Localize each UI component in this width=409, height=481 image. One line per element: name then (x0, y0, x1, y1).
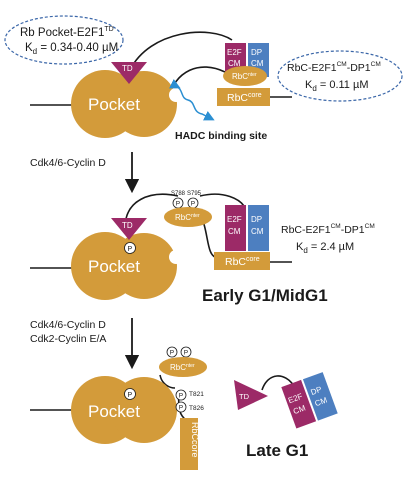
stage3-linker (159, 374, 176, 389)
stage3-free-linker (261, 375, 295, 391)
arrow2-label-line1: Cdk4/6-Cyclin D (30, 319, 106, 331)
stage2-phospho-pocket (124, 242, 136, 254)
stage-1: Rb Pocket-E2F1TD Kd = 0.34-0.40 µM RbC-E… (4, 15, 403, 142)
stage1-pocket-right (111, 71, 177, 137)
arrow1-label: Cdk4/6-Cyclin D (30, 157, 106, 169)
stage2-phase-label: Early G1/MidG1 (202, 286, 328, 305)
stage2-phospho-pocket-label: P (128, 246, 133, 253)
stage3-phospho-t826 (175, 401, 187, 413)
stage3-e2f-box (281, 379, 317, 429)
arrow-1: Cdk4/6-Cyclin D (30, 152, 140, 194)
stage3-rbc-nter (159, 357, 207, 377)
stage1-e2f-line2: CM (228, 59, 241, 68)
stage3-phospho-top1 (166, 346, 178, 358)
stage1-td-triangle (111, 62, 147, 84)
stage3-rbc-core-label: RbCcore (190, 422, 200, 458)
stage2-phospho-s795-label: P (191, 201, 195, 208)
stage3-phase-label: Late G1 (246, 441, 308, 460)
stage1-linker-top (129, 31, 233, 71)
stage2-pocket-label: Pocket (88, 257, 140, 276)
stage2-rbc-core (214, 252, 270, 270)
stage1-rbc-core (217, 88, 270, 106)
stage2-site-s795: S795 (187, 191, 202, 197)
stage3-phospho-top2 (180, 346, 192, 358)
stage1-rbc-nter-label: RbCnter (232, 72, 257, 81)
stage3-phospho-top2-label: P (184, 350, 188, 357)
stage2-dp-box (248, 205, 269, 251)
arrow2-label-line2: Cdk2-Cyclin E/A (30, 333, 106, 345)
stage2-e2f-box (225, 205, 246, 251)
stage3-e2f-dp-complex: E2F CM DP CM (281, 372, 338, 429)
stage3-dp-line2: CM (314, 395, 329, 408)
hadc-label: HADC binding site (175, 130, 267, 142)
stage2-rbc-core-label: RbCcore (225, 256, 260, 268)
stage3-phospho-top1-label: P (170, 350, 174, 357)
stage1-td-label: TD (122, 64, 133, 73)
stage3-pocket-label: Pocket (88, 402, 140, 421)
stage2-pocket-notch (169, 250, 183, 264)
callout-right-line2: Kd = 0.11 µM (305, 79, 368, 93)
callout-right-line1: RbC-E2F1CM-DP1CM (287, 61, 381, 74)
stage2-site-s788: S788 (171, 191, 186, 197)
stage3-phospho-t821 (175, 389, 187, 401)
stage3-phospho-pocket (124, 388, 136, 400)
stage2-td-triangle (111, 218, 147, 240)
stage-2: Pocket TD P S788 S795 P P RbCnter E2F CM… (30, 191, 375, 305)
stage2-rbc-nter (164, 207, 212, 227)
stage3-rbc-core (180, 418, 198, 470)
callout-left-line2: Kd = 0.34-0.40 µM (25, 42, 118, 56)
callout-left-oval (4, 15, 124, 65)
stage3-td-triangle (234, 380, 268, 410)
callout-right-oval (277, 50, 403, 102)
stage1-e2f-line1: E2F (227, 48, 242, 57)
stage3-td-label: TD (239, 392, 250, 401)
stage3-site-t821: T821 (189, 391, 204, 398)
stage3-dp-box (302, 372, 338, 421)
stage2-linker-c (199, 193, 245, 207)
stage3-rbc-nter-label: RbCnter (170, 363, 195, 372)
stage2-e2f-line1: E2F (227, 215, 242, 224)
stage2-e2f-line2: CM (228, 227, 241, 236)
stage3-phospho-t821-label: P (179, 393, 183, 400)
stage3-site-t826: T826 (189, 405, 204, 412)
stage3-dp-line1: DP (310, 385, 324, 397)
stage2-kd: Kd = 2.4 µM (296, 241, 354, 255)
stage3-e2f-line2: CM (292, 403, 307, 416)
stage3-phospho-pocket-label: P (128, 392, 133, 399)
stage2-td-label: TD (122, 221, 133, 230)
stage1-dp-line1: DP (251, 48, 262, 57)
stage2-complex-label: RbC-E2F1CM-DP1CM (281, 223, 375, 236)
callout-left-line1: Rb Pocket-E2F1TD (20, 26, 114, 39)
stage2-phospho-s788-label: P (176, 201, 180, 208)
stage1-dp-line2: CM (251, 59, 264, 68)
arrow-2: Cdk4/6-Cyclin D Cdk2-Cyclin E/A (30, 318, 140, 370)
stage3-phospho-t826-label: P (179, 405, 183, 412)
stage1-rbc-core-label: RbCcore (227, 92, 262, 104)
hadc-arrow (168, 78, 215, 121)
stage2-rbc-nter-label: RbCnter (175, 213, 200, 222)
stage1-pocket-label: Pocket (88, 95, 140, 114)
stage2-dp-line2: CM (251, 227, 264, 236)
stage-3: Pocket P P P RbCnter P T821 P T826 RbCco… (30, 346, 338, 470)
stage2-dp-line1: DP (251, 215, 262, 224)
stage1-rbc-nter (223, 66, 267, 86)
